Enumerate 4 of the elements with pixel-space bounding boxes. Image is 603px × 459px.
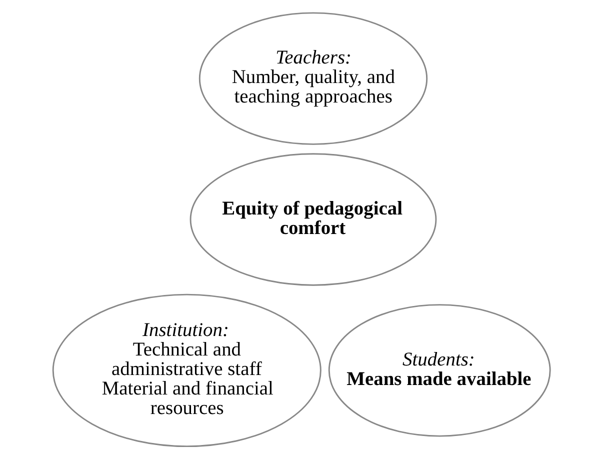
node-ellipse: Teachers: Number, quality, and teaching approaches — [198, 12, 428, 145]
node-ellipse: Students: Means made available — [328, 304, 551, 437]
node-ellipse: Institution: Technical and administrative staff Material and financial resources — [52, 294, 322, 448]
node-ellipse: Equity of pedagogical comfort — [190, 153, 437, 286]
